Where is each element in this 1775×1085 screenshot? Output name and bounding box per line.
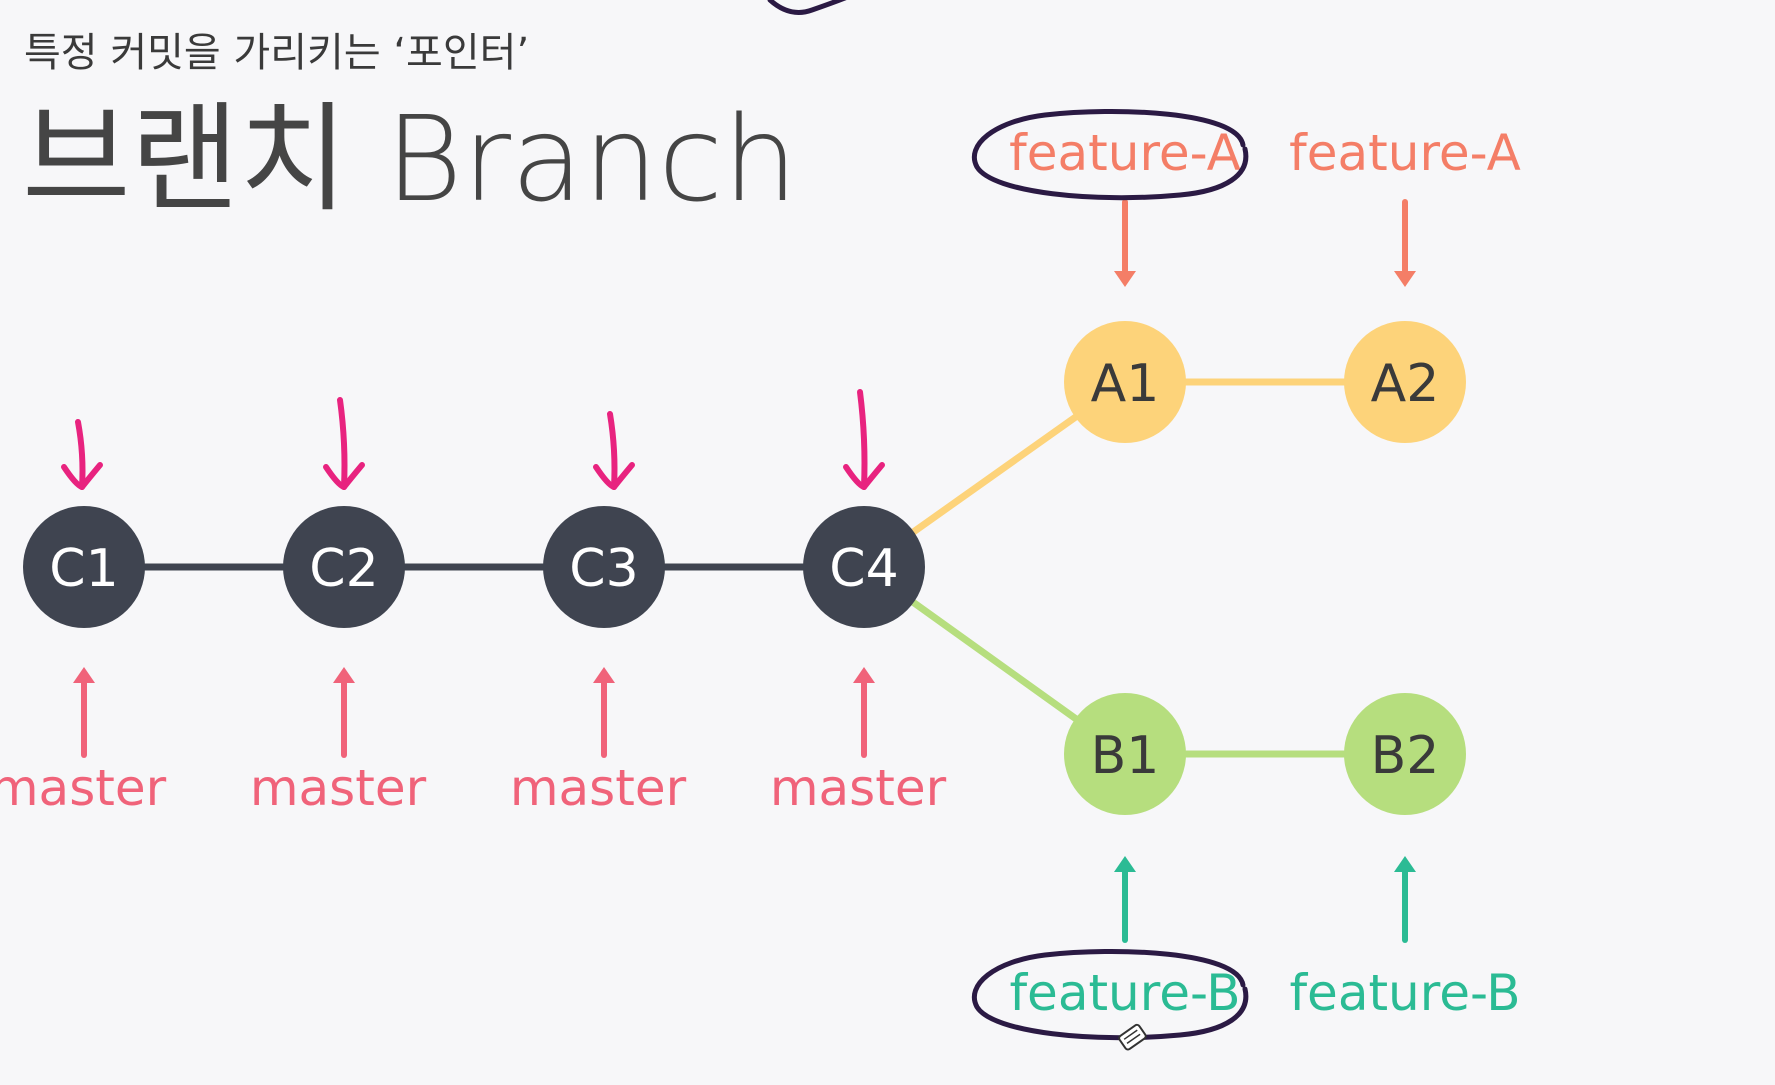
commit-circle	[803, 506, 925, 628]
branch-label-feature-A: feature-A	[1289, 124, 1521, 182]
commit-node-c3: C3	[543, 506, 665, 628]
pointer-arrow-head	[1114, 271, 1136, 287]
pointer-arrow-head	[333, 667, 355, 683]
commit-label: B2	[1371, 726, 1440, 786]
pointer-arrow-head	[853, 667, 875, 683]
pointer-arrow-head	[593, 667, 615, 683]
hand-arrow-head	[843, 462, 885, 490]
commit-node-a1: A1	[1064, 321, 1186, 443]
pointer-arrow-head	[73, 667, 95, 683]
commit-circle	[283, 506, 405, 628]
hand-arrow-c3	[593, 411, 635, 490]
pointer-feature-B-b2: feature-B	[1289, 856, 1521, 1022]
top-scribble	[767, 0, 847, 15]
commit-label: A1	[1091, 354, 1160, 414]
pointers-layer: master master master master feature-A feature…	[0, 109, 1521, 1041]
commit-node-c4: C4	[803, 506, 925, 628]
cursor-icon	[1118, 1023, 1147, 1051]
commit-node-b2: B2	[1344, 693, 1466, 815]
commit-label: C3	[569, 539, 638, 599]
hand-arrow-shaft	[857, 389, 868, 490]
pointer-feature-A-a2: feature-A	[1289, 124, 1521, 287]
commit-node-a2: A2	[1344, 321, 1466, 443]
highlight-circle	[971, 949, 1249, 1041]
branch-label-master: master	[0, 759, 167, 817]
commit-label: C4	[829, 539, 898, 599]
hand-arrow-c2	[323, 397, 365, 490]
hand-arrow-head	[61, 462, 103, 490]
commit-node-c1: C1	[23, 506, 145, 628]
commit-circle	[1064, 321, 1186, 443]
highlight-circle	[971, 109, 1249, 201]
subtitle: 특정 커밋을 가리키는 ‘포인터’	[24, 30, 529, 76]
hand-arrow-shaft	[607, 411, 618, 490]
pointer-feature-A-a1: feature-A	[971, 109, 1249, 287]
pointer-master-c2: master	[250, 667, 427, 817]
branch-label-feature-A: feature-A	[1009, 124, 1241, 182]
branch-label-feature-B: feature-B	[1009, 964, 1240, 1022]
branch-label-master: master	[770, 759, 947, 817]
annotations-layer	[61, 389, 885, 490]
pointer-master-c1: master	[0, 667, 167, 817]
pointer-master-c4: master	[770, 667, 947, 817]
commit-label: A2	[1371, 354, 1440, 414]
commit-node-b1: B1	[1064, 693, 1186, 815]
commit-label: B1	[1091, 726, 1160, 786]
hand-arrow-c1	[61, 419, 103, 490]
commit-circle	[1344, 693, 1466, 815]
commit-circle	[23, 506, 145, 628]
hand-arrow-shaft	[75, 419, 86, 490]
pointer-feature-B-b1: feature-B	[971, 856, 1249, 1041]
edges-layer	[80, 378, 1409, 758]
pointer-arrow-head	[1394, 856, 1416, 872]
hand-arrow-c4	[843, 389, 885, 490]
commit-label: C2	[309, 539, 378, 599]
commit-circle	[1064, 693, 1186, 815]
hand-arrow-shaft	[337, 397, 348, 490]
commit-node-c2: C2	[283, 506, 405, 628]
branch-label-master: master	[510, 759, 687, 817]
hand-arrow-head	[323, 462, 365, 490]
pointer-master-c3: master	[510, 667, 687, 817]
hand-arrow-head	[593, 462, 635, 490]
commit-circle	[543, 506, 665, 628]
commit-label: C1	[49, 539, 118, 599]
page-title: 브랜치 Branch	[22, 90, 798, 228]
pointer-arrow-head	[1114, 856, 1136, 872]
commit-circle	[1344, 321, 1466, 443]
branch-label-feature-B: feature-B	[1289, 964, 1520, 1022]
pointer-arrow-head	[1394, 271, 1416, 287]
branch-label-master: master	[250, 759, 427, 817]
